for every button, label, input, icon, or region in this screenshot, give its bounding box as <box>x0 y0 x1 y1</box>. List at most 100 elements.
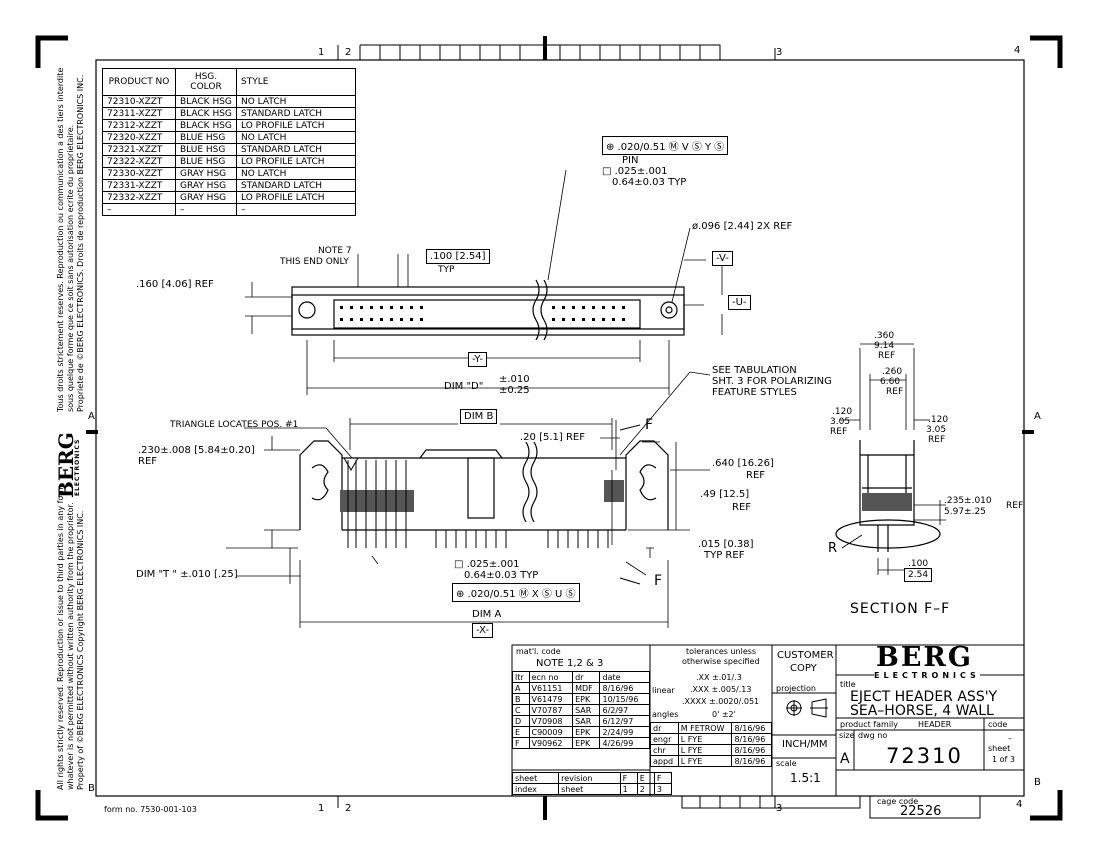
front-view-shaded-body <box>340 480 624 512</box>
role: engr <box>650 733 679 745</box>
sheet-rev-2: E <box>636 772 655 784</box>
cell-color: GRAY HSG <box>175 191 237 204</box>
approval-date: 8/16/96 <box>731 744 772 756</box>
dim-d: DIM "D" <box>444 381 484 392</box>
dwg-no-value: 72310 <box>886 744 963 768</box>
ref-015-typ: TYP REF <box>704 550 745 561</box>
cell-product: 72331-XZZT <box>102 179 176 192</box>
cell-style: LO PROFILE LATCH <box>236 155 356 168</box>
side-berg-logo-sub: ELECTRONICS <box>74 438 81 496</box>
copy-label: COPY <box>790 663 817 674</box>
drawing-title-2: SEA–HORSE, 4 WALL <box>850 703 994 719</box>
cell-product: 72321-XZZT <box>102 143 176 156</box>
product-family-value: HEADER <box>918 720 952 729</box>
zone-bottom-2: 2 <box>345 803 352 814</box>
sheet-rev-1: F <box>619 772 638 784</box>
rev-dr: EPK <box>572 737 601 749</box>
projection-label: projection <box>776 684 816 693</box>
corner-mark-tl <box>35 35 68 68</box>
rev-ltr: E <box>512 726 530 738</box>
approval-date: 8/16/96 <box>731 733 772 745</box>
rev-date: 10/15/96 <box>599 693 650 705</box>
section-305-left: 3.05 <box>830 417 851 427</box>
dim-t: DIM "T " ±.010 [.25] <box>136 569 238 580</box>
role: appd <box>650 755 679 767</box>
tolerance-linear: linear <box>652 686 675 695</box>
pin-size-mm: 0.64±0.03 TYP <box>612 177 687 188</box>
product-table-header: PRODUCT NO HSG. COLOR STYLE <box>102 68 356 96</box>
section-marker-f-bottom: F <box>654 573 663 589</box>
rev-dr: EPK <box>572 726 601 738</box>
pitch-typ: TYP <box>438 265 455 275</box>
cell-color: BLUE HSG <box>175 131 237 144</box>
datum-y: -Y- <box>468 352 487 367</box>
matl-code-label: mat'l. code <box>516 647 561 656</box>
tolerance-header-1: tolerances unless <box>686 647 757 656</box>
pin-size-inch: □ .025±.001 <box>602 166 668 177</box>
tolerance-header-2: otherwise specified <box>682 657 760 666</box>
tolerance-xxx: .XXX ±.005/.13 <box>690 685 752 694</box>
note-7-end: THIS END ONLY <box>280 257 349 267</box>
zone-side-b-left: B <box>88 783 95 794</box>
dim-a: DIM A <box>472 609 502 620</box>
size-label: size <box>839 731 855 740</box>
units-label: INCH/MM <box>782 739 828 750</box>
cell-product: 72332-XZZT <box>102 191 176 204</box>
drawing-title-1: EJECT HEADER ASS'Y <box>850 689 998 705</box>
top-view-connector <box>291 279 685 341</box>
berg-logo: BERG <box>876 642 973 673</box>
tolerance-xxxx: .XXXX ±.0020/.051 <box>682 697 760 706</box>
front-view-connector <box>299 440 669 531</box>
see-tabulation-1: SEE TABULATION <box>712 365 797 376</box>
zone-bottom-1: 1 <box>318 803 325 814</box>
ref-230-ref: REF <box>138 456 158 467</box>
rev-ltr: A <box>512 682 530 694</box>
rev-ecn: V70908 <box>528 715 574 727</box>
pin-size-2-inch: □ .025±.001 <box>454 559 520 570</box>
section-120-right: .120 <box>928 415 949 425</box>
title-block-frame <box>511 644 1025 819</box>
dim-b: DIM B <box>460 409 498 424</box>
rev-ecn: V90962 <box>528 737 574 749</box>
hole-dim: ø.096 [2.44] 2X REF <box>692 221 793 232</box>
ref-640-ref: REF <box>746 470 766 481</box>
pin-label: PIN <box>622 155 639 166</box>
berg-logo-sub: ELECTRONICS <box>874 671 980 680</box>
rev-ecn: V70787 <box>528 704 574 716</box>
rev-ltr: D <box>512 715 530 727</box>
zone-side-b-right: B <box>1034 777 1041 788</box>
see-tabulation-3: FEATURE STYLES <box>712 387 797 398</box>
ref-49: .49 [12.5] <box>700 489 750 500</box>
see-tabulation-2: SHT. 3 FOR POLARIZING <box>712 376 832 387</box>
cell-style: NO LATCH <box>236 131 356 144</box>
cell-product: 72322-XZZT <box>102 155 176 168</box>
projection-symbol-icon <box>786 698 828 718</box>
pin-size-2-mm: 0.64±0.03 TYP <box>464 570 539 581</box>
side-note-fr-3: Propriete de ©BERG ELECTRONICS. Droits d… <box>76 74 85 412</box>
tolerance-frame-top: ⊕ .020/0.51 Ⓜ V Ⓢ Y Ⓢ <box>602 136 729 155</box>
section-260: .260 <box>882 367 903 377</box>
section-120-left: .120 <box>832 407 853 417</box>
scale-label: scale <box>776 759 797 768</box>
zone-top-2: 2 <box>345 47 352 58</box>
section-235-ref: REF <box>1006 501 1024 511</box>
cage-code-value: 22526 <box>900 804 942 819</box>
code-label: code <box>988 720 1008 729</box>
rev-ltr: B <box>512 693 530 705</box>
customer-label: CUSTOMER <box>777 650 834 661</box>
side-note-en-1: All rights strictly reserved. Reproducti… <box>56 484 65 790</box>
zone-bottom-4: 4 <box>1016 799 1023 810</box>
